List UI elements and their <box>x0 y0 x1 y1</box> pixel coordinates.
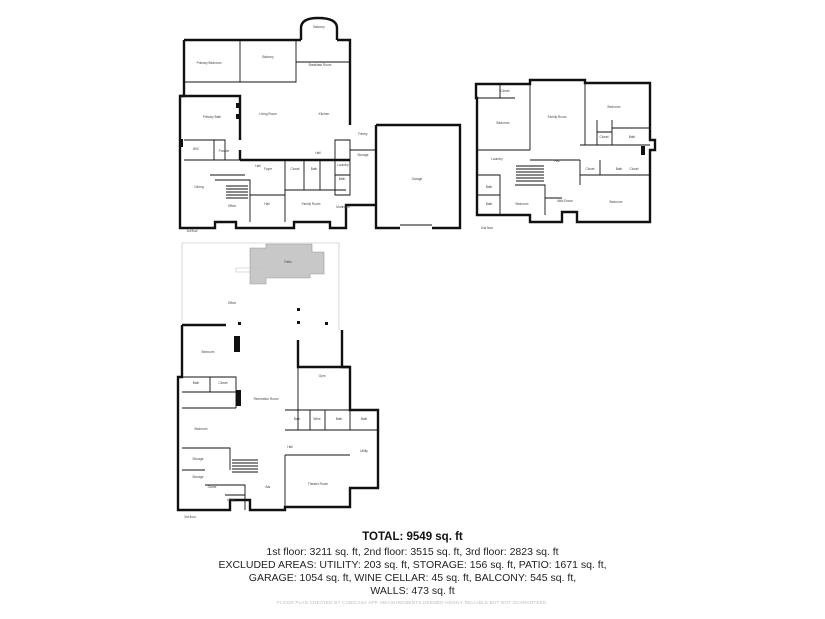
floor-plan-2nd-floor: Closet Bedroom Family Room Bedroom Close… <box>474 78 657 230</box>
room-label: Bath <box>361 417 368 421</box>
room-label: Bath <box>336 417 343 421</box>
room-label: Bath <box>486 202 493 206</box>
room-label: Office <box>228 301 236 305</box>
room-label: Living Room <box>259 112 277 116</box>
room-label: Closet <box>500 89 509 93</box>
patio-roof-shape <box>249 243 325 285</box>
room-label: Bedroom <box>195 427 208 431</box>
excluded-areas-line-2: GARAGE: 1054 sq. ft, WINE CELLAR: 45 sq.… <box>248 572 577 584</box>
room-label: Mudroom <box>336 205 350 209</box>
room-label: Hall <box>255 164 261 168</box>
room-label: Closet <box>290 167 299 171</box>
room-label: Breakfast Room <box>309 63 332 67</box>
room-label: Hall <box>287 445 293 449</box>
room-label: Recreation Room <box>254 397 279 401</box>
room-label: Hall <box>554 159 560 163</box>
room-label: Bedroom <box>516 202 529 206</box>
walls-area-line: WALLS: 473 sq. ft <box>370 585 455 597</box>
floor-tag: 3rd floor <box>184 515 197 519</box>
room-label: Bedroom <box>608 105 621 109</box>
room-label: Balcony <box>262 55 274 59</box>
room-label: Bedroom <box>610 200 623 204</box>
room-label: Garage <box>412 177 423 181</box>
room-label: Bar <box>266 485 272 489</box>
room-label: Gym <box>319 374 326 378</box>
room-label: Utility <box>227 498 235 502</box>
total-area: TOTAL: 9549 sq. ft <box>362 531 463 543</box>
floor-plan-1st-floor: Balcony Primary Bedroom Balcony Breakfas… <box>178 16 462 233</box>
room-label: Laundry <box>491 157 503 161</box>
room-label: Balcony <box>313 25 325 29</box>
room-label: Kitchen <box>319 112 330 116</box>
room-label: Primary Bath <box>203 115 222 119</box>
excluded-areas-line: EXCLUDED AREAS: UTILITY: 203 sq. ft, STO… <box>218 559 607 571</box>
floor-areas-line: 1st floor: 3211 sq. ft, 2nd floor: 3515 … <box>266 546 559 558</box>
room-label: Bath <box>616 167 623 171</box>
room-label: Closet <box>585 167 594 171</box>
room-label: Storage <box>357 153 368 157</box>
room-label: Bath <box>311 167 318 171</box>
room-label: Pantry <box>358 132 368 136</box>
room-label: Bath <box>339 177 346 181</box>
floor-tag: 1st floor <box>186 229 198 233</box>
room-label: Hall <box>264 202 270 206</box>
floor-plan-drawing: Balcony Primary Bedroom Balcony Breakfas… <box>176 16 657 519</box>
room-label: Family Room <box>548 115 567 119</box>
room-label: Closet <box>599 135 608 139</box>
room-label: Bedroom <box>497 121 510 125</box>
room-label: Bedroom <box>202 350 215 354</box>
room-label: Storage <box>192 457 203 461</box>
room-label: Hall <box>315 151 321 155</box>
room-label: Bath <box>193 381 200 385</box>
room-label: Family Room <box>302 202 321 206</box>
floor-tag: 2nd floor <box>481 226 494 230</box>
room-label: Laundry <box>337 163 349 167</box>
room-label: Closet <box>218 381 227 385</box>
room-label: Powder <box>219 149 231 153</box>
room-label: Patio <box>284 260 291 264</box>
floor-plan-3rd-floor: Bedroom Office Patio Gym Recreation Room… <box>176 242 380 519</box>
room-label: Office <box>228 204 236 208</box>
room-label: Wine <box>313 417 320 421</box>
room-label: Utility <box>360 449 368 453</box>
room-label: Closet <box>629 167 638 171</box>
room-label: Attic Room <box>557 199 573 203</box>
room-label: Storage <box>192 475 203 479</box>
room-label: WIC <box>193 147 200 151</box>
room-label: Primary Bedroom <box>197 61 222 65</box>
room-label: Dining <box>194 185 203 189</box>
room-label: Theater Room <box>308 482 329 486</box>
room-label: Bath <box>294 417 301 421</box>
credit-line: FLOOR PLAN CREATED BY CUBICASA APP. MEAS… <box>277 600 548 605</box>
room-label: Game <box>208 485 217 489</box>
room-label: Bath <box>486 185 493 189</box>
room-label: Bath <box>629 135 636 139</box>
room-label: Foyer <box>264 167 273 171</box>
